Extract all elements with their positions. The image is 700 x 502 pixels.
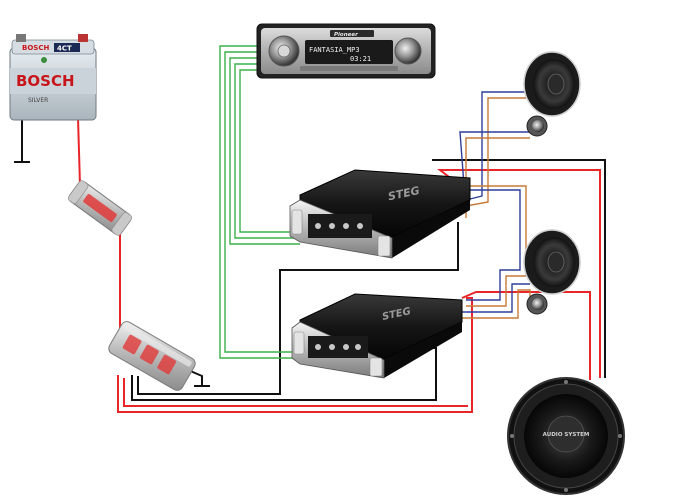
amp-2-side-face bbox=[382, 322, 462, 378]
subwoofer: AUDIO SYSTEM bbox=[507, 377, 625, 495]
volume-knob-center bbox=[277, 44, 291, 58]
wires bbox=[14, 45, 606, 413]
amp-2-terminal-d bbox=[355, 344, 361, 350]
head-unit-button-strip bbox=[300, 66, 398, 71]
front-midbass-chrome-ring bbox=[523, 51, 581, 117]
amp-2-terminal-b bbox=[329, 344, 335, 350]
amp-2-terminal-c bbox=[343, 344, 349, 350]
front-tweeter bbox=[526, 115, 548, 137]
sub-remote-ground bbox=[432, 159, 606, 378]
distribution-block bbox=[108, 321, 196, 391]
head-unit-brand-band bbox=[330, 30, 374, 37]
battery-code: 4CT bbox=[57, 45, 72, 53]
rca-wire-2 bbox=[224, 51, 300, 353]
battery-terminal-pos bbox=[78, 34, 88, 42]
battery-power-wire bbox=[77, 117, 81, 190]
amp-2-endcap-left bbox=[293, 331, 305, 355]
rca-wires bbox=[219, 45, 300, 359]
amp-2-endcap-right bbox=[369, 357, 383, 377]
head-unit-brand: Pioneer bbox=[334, 32, 358, 38]
distribution-fuse-2 bbox=[140, 344, 159, 365]
amplifier-1: STEG bbox=[289, 169, 471, 259]
rear-midbass-dust-cap bbox=[547, 251, 565, 273]
distribution-window bbox=[124, 324, 192, 367]
battery-indicator-icon bbox=[41, 57, 47, 63]
amp-2-terminal-a bbox=[315, 344, 321, 350]
fuse-cap-right bbox=[111, 212, 133, 236]
amp-1-terminal-c bbox=[343, 223, 349, 229]
subwoofer-screw-4 bbox=[618, 434, 622, 438]
subwoofer-screw-1 bbox=[564, 380, 568, 384]
head-unit: Pioneer FANTASIA_MP3 03:21 bbox=[256, 23, 436, 79]
speaker-wires bbox=[459, 91, 531, 319]
spk-wire-orange-1 bbox=[465, 97, 530, 207]
battery: BOSCH 4CT BOSCH SILVER bbox=[9, 34, 97, 121]
distribution-ground-wire bbox=[187, 369, 203, 386]
distribution-power-run-a bbox=[117, 297, 473, 413]
battery-label-band bbox=[10, 68, 96, 94]
spk-wire-orange-3 bbox=[466, 185, 527, 307]
amp-1-terminal-a bbox=[315, 223, 321, 229]
subwoofer-screw-2 bbox=[564, 488, 568, 492]
lcd-line1: FANTASIA_MP3 bbox=[309, 46, 360, 54]
amp-1-side-face bbox=[390, 200, 470, 258]
rear-midbass-chrome-ring bbox=[523, 229, 581, 295]
amp-1-endcap-right bbox=[377, 235, 391, 257]
fuse-element bbox=[83, 194, 117, 222]
amp-2-terminal-panel bbox=[308, 336, 368, 358]
distribution-power-run-b bbox=[123, 378, 468, 407]
rca-wire-3 bbox=[229, 57, 300, 245]
distribution-fuse-3 bbox=[157, 354, 177, 375]
battery-brand-top: BOSCH bbox=[22, 44, 49, 52]
battery-code-box bbox=[54, 43, 80, 52]
battery-line-label: SILVER bbox=[28, 97, 48, 104]
battery-brand-label: BOSCH bbox=[16, 72, 75, 90]
subwoofer-brand: AUDIO SYSTEM bbox=[543, 432, 590, 438]
multi-control-icon bbox=[394, 37, 422, 65]
battery-terminal-neg bbox=[16, 34, 26, 42]
amp-1-endcap-left bbox=[291, 209, 303, 235]
amp-1-terminal-b bbox=[329, 223, 335, 229]
spk-wire-blue-3 bbox=[466, 189, 521, 301]
spk-wire-blue-1 bbox=[465, 91, 530, 201]
subwoofer-dust-cap bbox=[547, 415, 585, 453]
inline-fuse-holder bbox=[67, 180, 133, 236]
rear-tweeter bbox=[526, 293, 548, 315]
front-midbass-dust-cap bbox=[547, 73, 565, 95]
rca-wire-1 bbox=[219, 45, 300, 359]
amp-1-terminal-d bbox=[357, 223, 363, 229]
subwoofer-screw-3 bbox=[510, 434, 514, 438]
rear-midbass-speaker bbox=[523, 229, 581, 295]
amp-power-to-sub bbox=[461, 291, 591, 380]
amplifier-2: STEG bbox=[291, 293, 463, 379]
lcd-time: 03:21 bbox=[350, 55, 371, 63]
rca-wire-5 bbox=[239, 69, 300, 233]
distribution-fuse-1 bbox=[122, 334, 142, 355]
rca-wire-4 bbox=[234, 63, 300, 239]
front-tweeter-dome bbox=[532, 120, 544, 132]
head-unit-display bbox=[305, 40, 393, 64]
spk-wire-orange-4 bbox=[462, 289, 531, 319]
distribution-ground-run-b bbox=[137, 222, 459, 395]
spk-wire-blue-4 bbox=[462, 283, 530, 313]
rear-tweeter-dome bbox=[532, 298, 544, 310]
fuse-cap-left bbox=[67, 180, 89, 204]
front-midbass-speaker bbox=[523, 51, 581, 117]
